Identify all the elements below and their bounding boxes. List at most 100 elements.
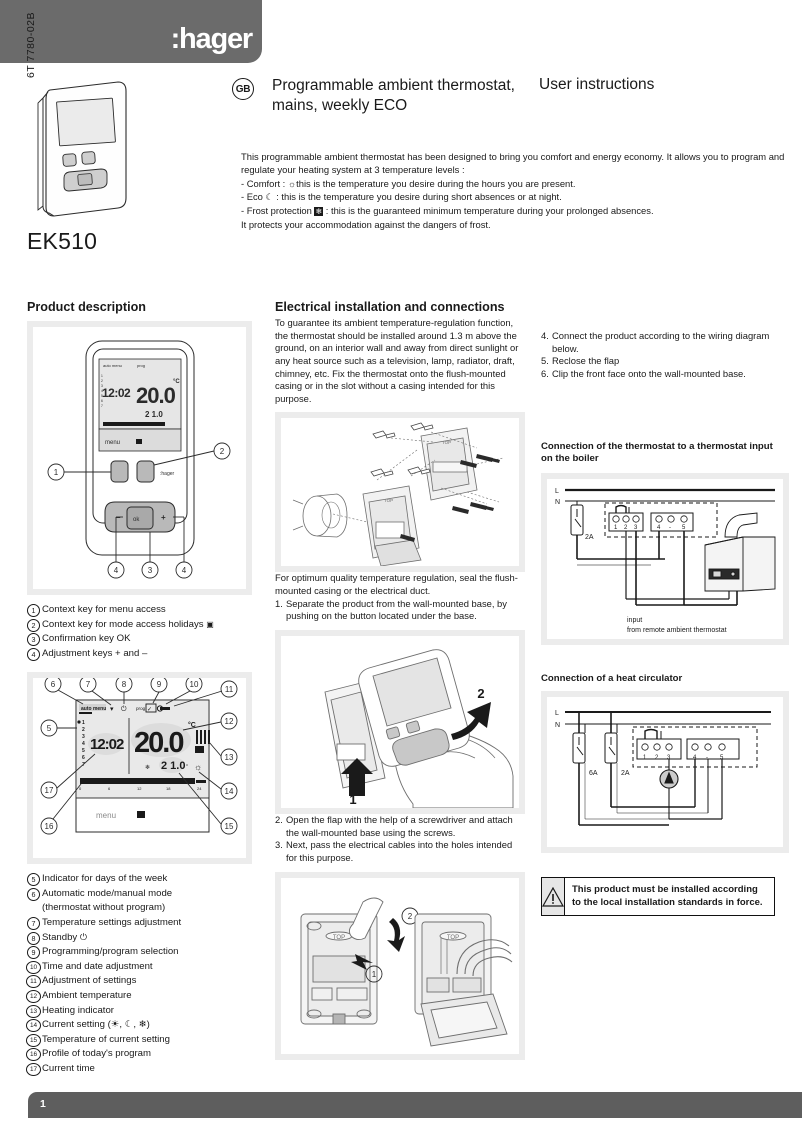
boiler-caption-2: from remote ambient thermostat	[627, 627, 727, 634]
list-item-label: Current time	[42, 1062, 95, 1074]
svg-text:16: 16	[45, 822, 54, 831]
svg-text:4: 4	[114, 566, 119, 575]
svg-text:prog: prog	[137, 363, 145, 368]
svg-text:11: 11	[225, 685, 234, 694]
steps-left-2: 2.Open the flap with the help of a screw…	[275, 814, 525, 865]
list-item-label: Standby	[42, 931, 78, 943]
flush-mount-exploded-diagram: TOP TOP	[292, 423, 504, 567]
list-item-label: Temperature settings adjustment	[42, 917, 182, 929]
list-item: 4.Connect the product according to the w…	[541, 330, 789, 355]
svg-text:0: 0	[79, 786, 82, 791]
holidays-icon: ▣	[206, 619, 214, 629]
heading-circulator-connection: Connection of a heat circulator	[541, 672, 683, 684]
list-item-label: Current setting (☀, ☾, ❄)	[42, 1019, 150, 1031]
svg-text:TOP: TOP	[384, 498, 393, 503]
svg-text:-: -	[669, 525, 671, 531]
svg-text:°: °	[186, 764, 188, 770]
list-item-label: Automatic mode/manual mode	[42, 887, 173, 899]
svg-text:7: 7	[101, 404, 103, 408]
seal-note: For optimum quality temperature regulati…	[275, 572, 518, 597]
svg-text:1: 1	[82, 720, 85, 726]
list-item-label: Indicator for days of the week	[42, 873, 168, 885]
callout-number: 2	[27, 618, 40, 632]
standby-icon: ⏻	[79, 931, 88, 942]
svg-text:20.0: 20.0	[136, 383, 176, 408]
svg-text:2: 2	[655, 755, 659, 761]
list-item: 6.Clip the front face onto the wall-moun…	[541, 368, 789, 381]
intro-frost-label: - Frost protection	[241, 205, 312, 217]
svg-text:3: 3	[667, 755, 671, 761]
step-number: 6.	[541, 367, 549, 379]
snowflake-icon: ❄	[314, 207, 324, 217]
intro-frost: - Frost protection ❄ : this is the guara…	[241, 204, 789, 217]
svg-text:10: 10	[190, 680, 199, 689]
list-item-label: Profile of today's program	[42, 1048, 152, 1060]
callout-number: 14	[26, 1019, 41, 1033]
intro-comfort-label: - Comfort :	[241, 177, 286, 189]
list-item-label: Heating indicator	[42, 1004, 114, 1016]
moon-icon: ☾	[265, 192, 274, 203]
intro-paragraph: This programmable ambient thermostat has…	[241, 151, 785, 176]
header-band: :hager	[0, 0, 262, 63]
svg-text:ok: ok	[133, 517, 140, 523]
svg-text:2: 2	[82, 727, 85, 733]
svg-text:15: 15	[225, 822, 234, 831]
step-number: 2.	[275, 814, 283, 826]
electrical-intro-text: To guarantee its ambient temperature-reg…	[275, 317, 519, 404]
step-text: Separate the product from the wall-mount…	[286, 597, 507, 622]
list-item-label: Programming/program selection	[42, 946, 179, 958]
callout-number: 7	[27, 917, 40, 931]
page-number: 1	[40, 1098, 46, 1110]
svg-text:6: 6	[51, 680, 56, 689]
svg-text:TOP: TOP	[442, 440, 451, 445]
callout-number: 1	[27, 604, 40, 617]
svg-text:2A: 2A	[621, 770, 630, 777]
list-item-label: Ambient temperature	[42, 989, 132, 1001]
intro-eco: - Eco ☾ : this is the temperature you de…	[241, 190, 789, 204]
list-item-label: Context key for mode access holidays	[42, 618, 204, 630]
warning-triangle-icon	[542, 877, 565, 916]
svg-text:2: 2	[220, 447, 225, 456]
heading-boiler-connection: Connection of the thermostat to a thermo…	[541, 440, 773, 465]
section-heading-product-description: Product description	[27, 300, 146, 314]
callout-number: 6	[27, 887, 40, 901]
svg-text:menu: menu	[105, 440, 120, 446]
open-flap-diagram: TOP 12	[300, 897, 513, 1047]
svg-text:5: 5	[682, 525, 686, 531]
svg-text:2 1.0: 2 1.0	[145, 410, 163, 419]
steps-right: 4.Connect the product according to the w…	[541, 330, 789, 381]
figure-separate-base: 1 2	[275, 630, 525, 815]
hager-logo: :hager	[170, 23, 254, 55]
intro-comfort-rest: this is the temperature you desire durin…	[296, 177, 576, 189]
svg-text:°C: °C	[188, 721, 196, 729]
page-footer: 1	[28, 1092, 802, 1118]
intro-last: It protects your accommodation against t…	[241, 218, 491, 230]
svg-text:12:02: 12:02	[90, 736, 124, 753]
svg-text:°C: °C	[173, 379, 180, 385]
svg-text:4: 4	[101, 389, 103, 393]
svg-text:1: 1	[54, 468, 59, 477]
svg-text:+: +	[161, 513, 166, 522]
svg-text:4: 4	[657, 525, 661, 531]
callout-number: 4	[27, 647, 40, 661]
svg-text:TOP: TOP	[447, 935, 459, 941]
svg-text:N: N	[555, 722, 560, 729]
svg-text:1: 1	[101, 374, 103, 378]
svg-text:6: 6	[101, 399, 103, 403]
warning-box: This product must be installed according…	[541, 876, 775, 917]
callout-number: 11	[26, 975, 41, 989]
